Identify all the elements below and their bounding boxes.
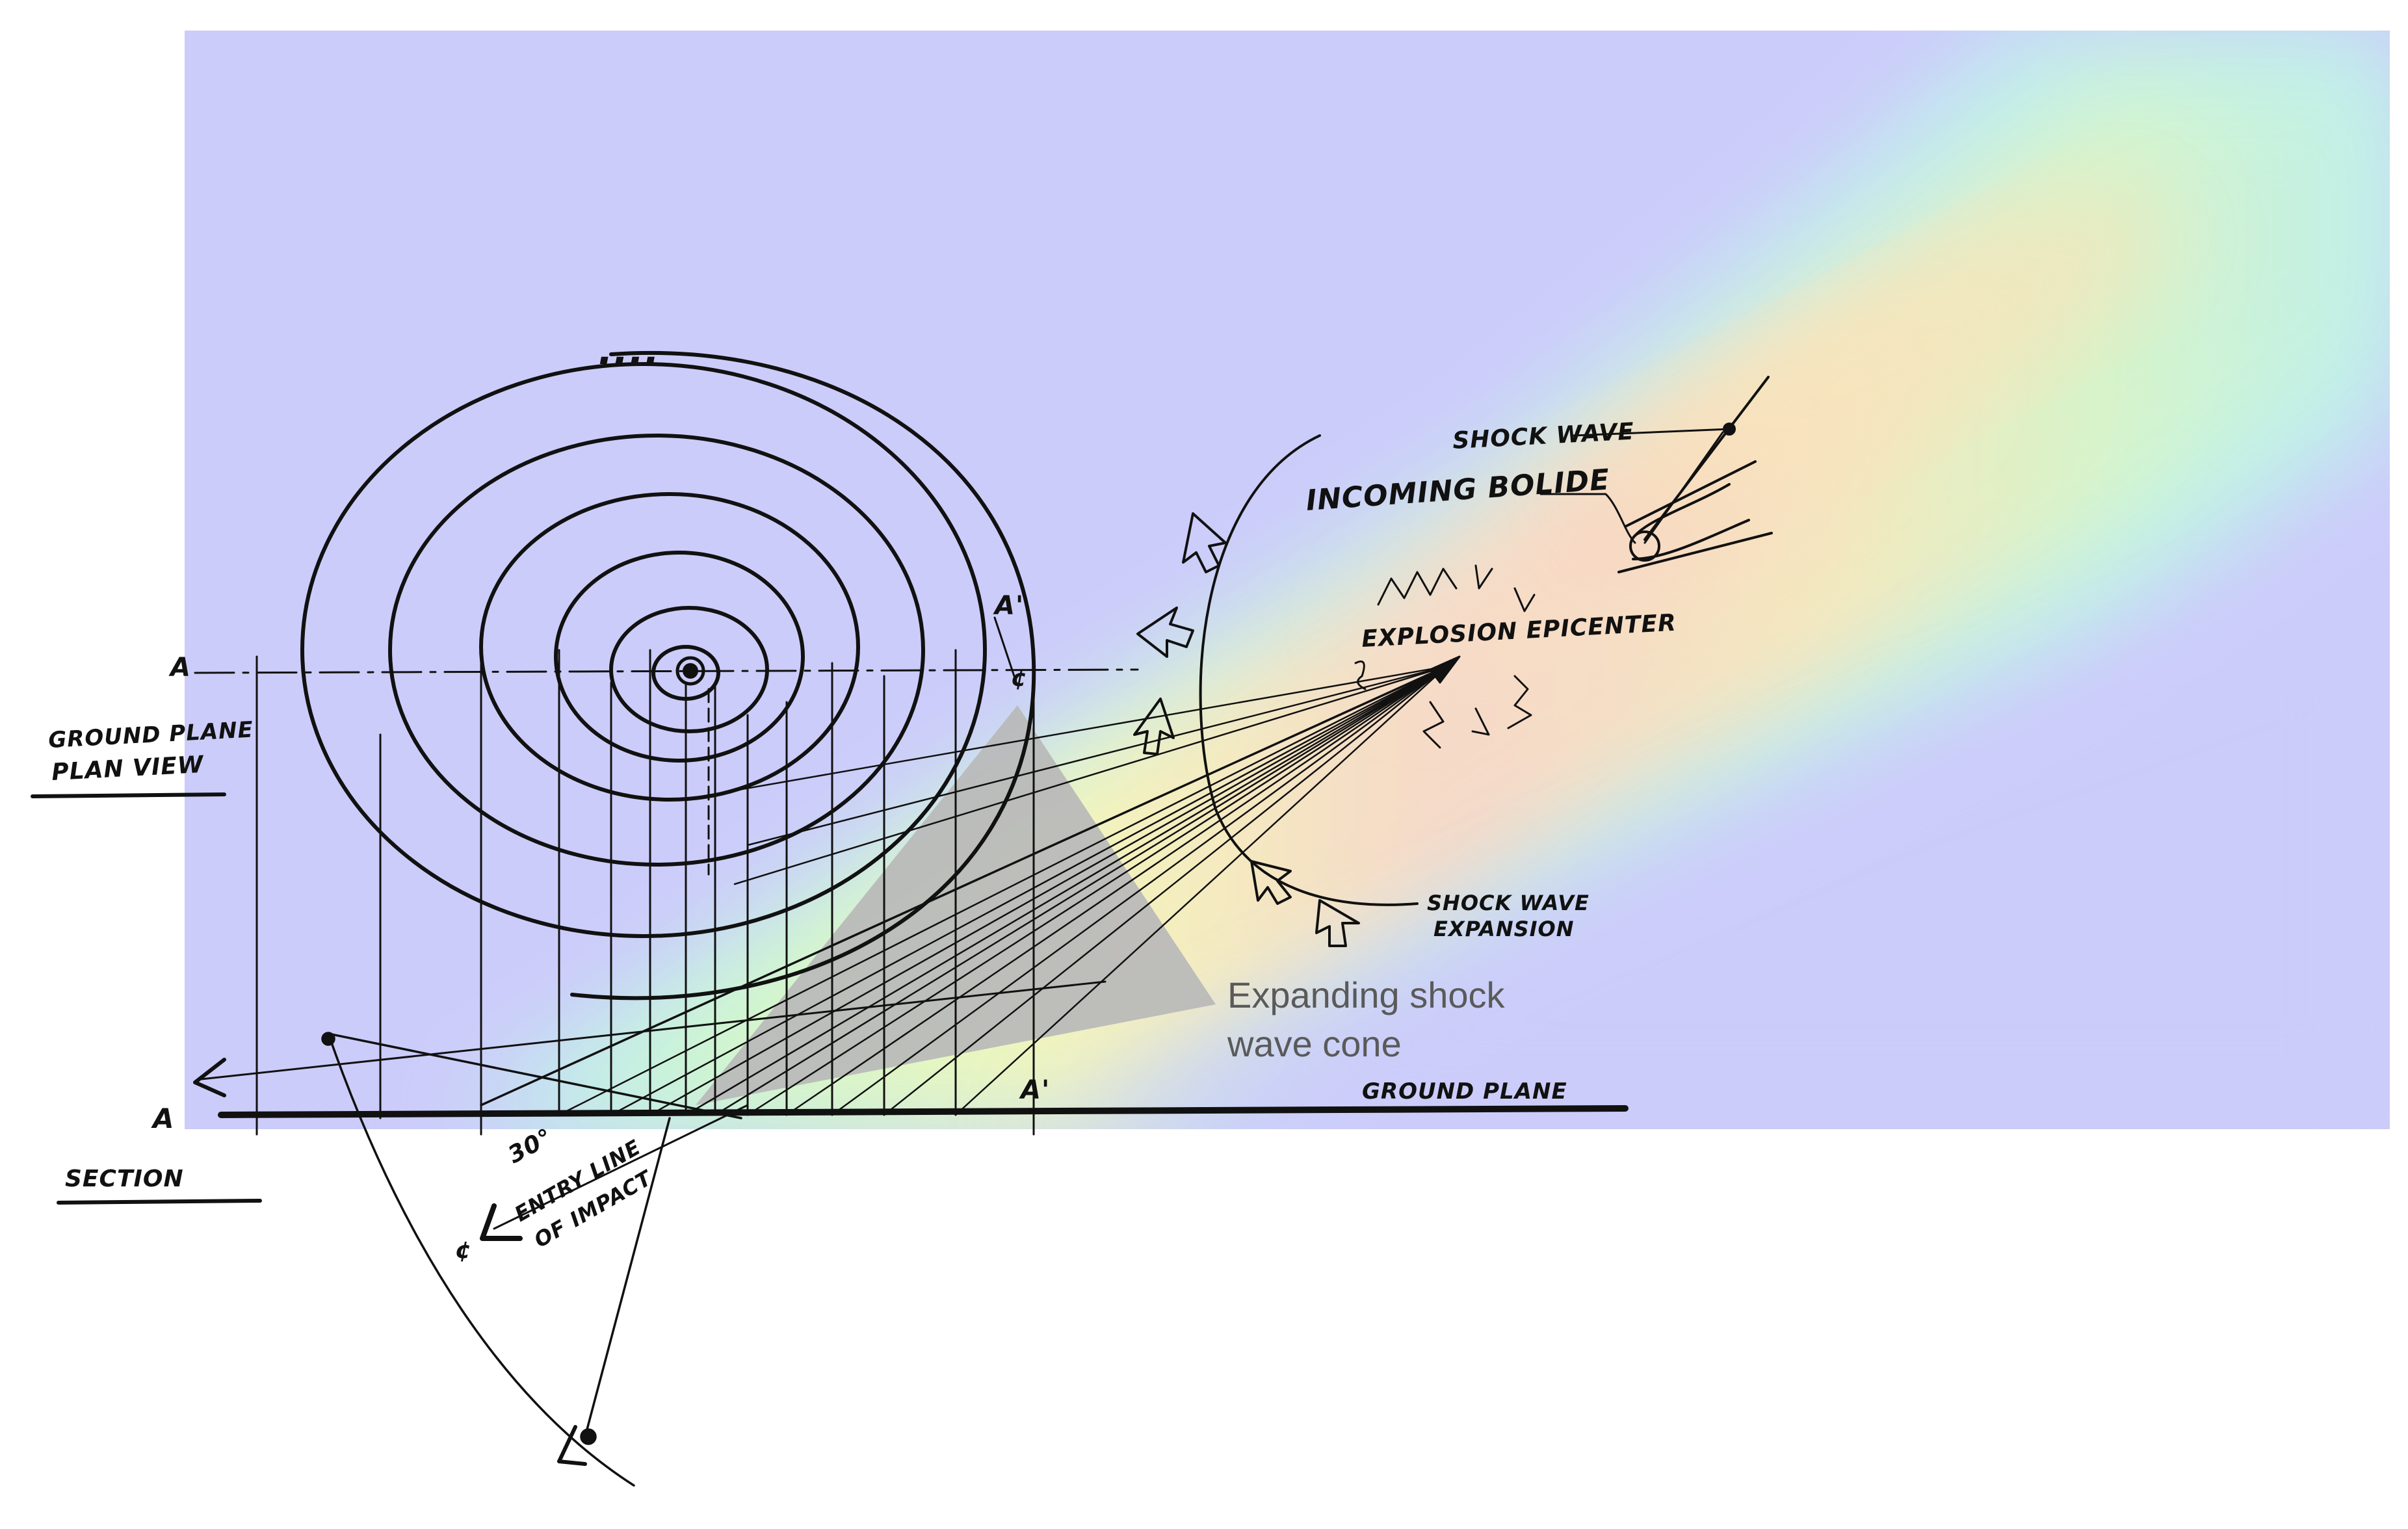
plan-view-rings (300, 350, 1036, 1000)
section-line-plan (194, 668, 1139, 674)
explosion-scribble (1354, 564, 1536, 749)
centerline-mark-bottom: ¢ (455, 1237, 472, 1264)
entry-angle-label: 30° (504, 1123, 557, 1169)
shock-wave-expansion-label-2: EXPANSION (1433, 917, 1575, 941)
entry-arc (321, 1032, 742, 1487)
incoming-bolide (1617, 376, 1773, 573)
leader-lines (993, 428, 1731, 677)
section-label: SECTION (65, 1166, 184, 1192)
title-underlines (31, 792, 262, 1205)
entry-angle-arrow (480, 1203, 523, 1241)
projection-lines (255, 649, 1035, 1136)
section-marker-a-prime-top: A' (993, 591, 1024, 621)
expanding-cone-caption-2: wave cone (1227, 1023, 1402, 1064)
centerline-mark-top: ¢ (1011, 665, 1028, 692)
section-marker-a-top-left: A (168, 653, 191, 683)
shock-wave-expansion-label-1: SHOCK WAVE (1427, 891, 1590, 915)
expanding-cone-caption-1: Expanding shock (1227, 974, 1506, 1015)
shock-wave-arc (1199, 434, 1419, 906)
expansion-arrows (1133, 512, 1360, 947)
section-marker-a-prime-bottom: A' (1019, 1075, 1050, 1105)
entry-line (193, 980, 1106, 1230)
section-marker-a-left: A (151, 1103, 175, 1134)
ring-continuation-dots: .... (598, 328, 660, 374)
ground-plane-line (218, 1105, 1629, 1118)
ground-plane-label: GROUND PLANE (1362, 1078, 1567, 1104)
ground-plane-plan-view-label-2: PLAN VIEW (51, 751, 205, 786)
